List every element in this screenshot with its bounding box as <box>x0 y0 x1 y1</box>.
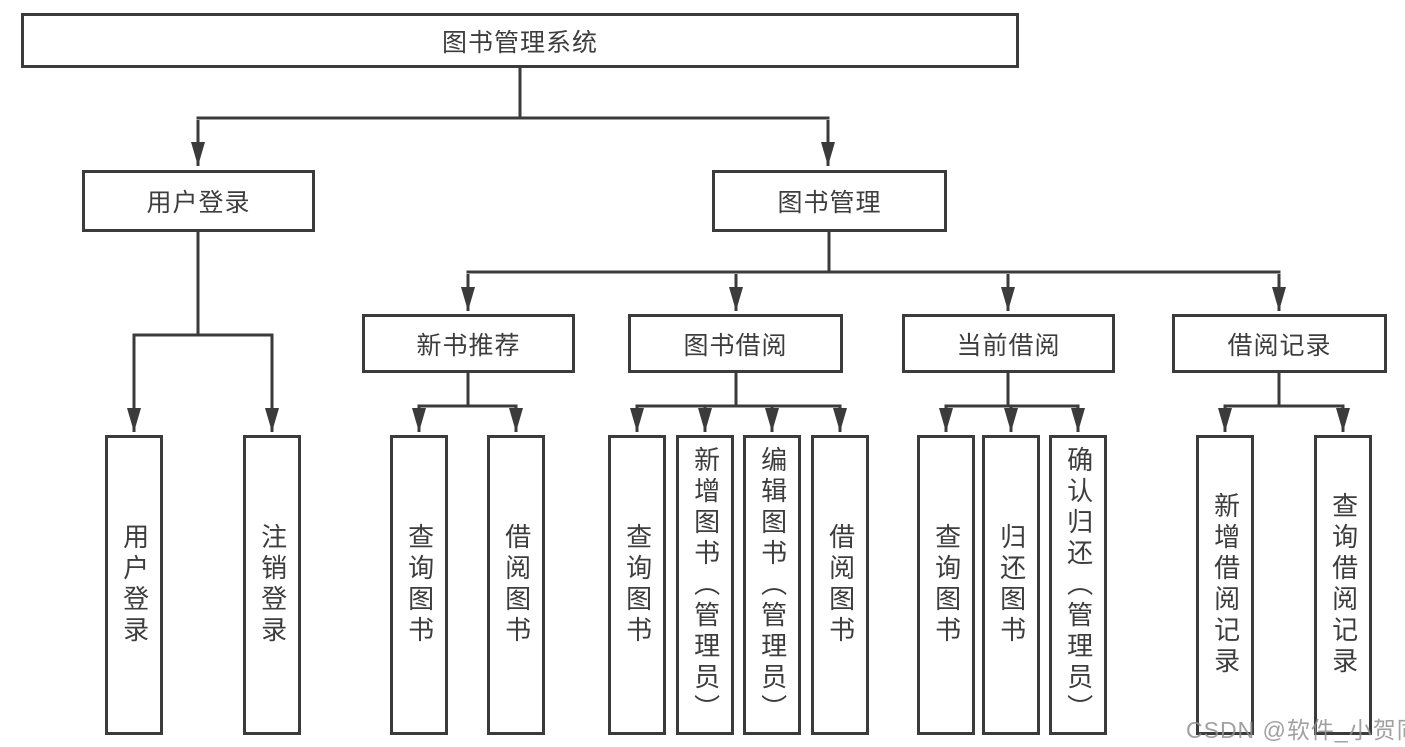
node-label: 查询图书 <box>931 523 962 647</box>
node-new-book-recommendation: 新书推荐 <box>362 314 575 373</box>
node-borrowing-records: 借阅记录 <box>1172 314 1387 373</box>
node-label: 图书管理系统 <box>441 28 598 57</box>
node-label: 图书借阅 <box>683 331 788 360</box>
node-label: 图书管理 <box>777 189 882 217</box>
node-book-management: 图书管理 <box>712 170 947 232</box>
node-label: 查询图书 <box>404 523 435 647</box>
node-user-login: 用户登录 <box>82 170 315 232</box>
node-label: 查询借阅记录 <box>1328 492 1359 678</box>
node-label: 用户登录 <box>146 189 251 217</box>
leaf-add-book-admin: 新增图书（管理员） <box>676 435 734 735</box>
node-label: 归还图书 <box>996 523 1027 647</box>
leaf-user-login: 用户登录 <box>105 435 163 735</box>
leaf-logout: 注销登录 <box>243 435 301 735</box>
node-label: 新增图书（管理员） <box>690 445 721 725</box>
node-current-borrowing: 当前借阅 <box>902 314 1115 373</box>
node-label: 新书推荐 <box>416 331 521 360</box>
leaf-edit-book-admin: 编辑图书（管理员） <box>743 435 801 735</box>
leaf-borrow-books-borrow: 借阅图书 <box>811 435 869 735</box>
node-label: 确认归还（管理员） <box>1063 445 1094 725</box>
leaf-borrow-books-recommend: 借阅图书 <box>487 435 545 735</box>
node-label: 当前借阅 <box>956 331 1061 360</box>
leaf-query-books-recommend: 查询图书 <box>390 435 448 735</box>
node-book-borrowing: 图书借阅 <box>628 314 843 373</box>
watermark: CSDN @软件_小贺同学 <box>1186 717 1405 743</box>
node-label: 查询图书 <box>622 523 653 647</box>
node-label: 注销登录 <box>257 523 288 647</box>
leaf-query-books-current: 查询图书 <box>917 435 975 735</box>
node-label: 编辑图书（管理员） <box>757 445 788 725</box>
node-label: 借阅图书 <box>825 523 856 647</box>
node-label: 借阅记录 <box>1227 331 1332 360</box>
node-label: 借阅图书 <box>501 523 532 647</box>
node-label: 用户登录 <box>119 523 150 647</box>
leaf-return-books: 归还图书 <box>982 435 1040 735</box>
leaf-add-borrow-record: 新增借阅记录 <box>1196 435 1254 735</box>
node-library-management-system: 图书管理系统 <box>21 13 1019 68</box>
leaf-query-borrow-record: 查询借阅记录 <box>1314 435 1372 735</box>
leaf-confirm-return-admin: 确认归还（管理员） <box>1049 435 1107 735</box>
node-label: 新增借阅记录 <box>1210 492 1241 678</box>
leaf-query-books-borrow: 查询图书 <box>608 435 666 735</box>
